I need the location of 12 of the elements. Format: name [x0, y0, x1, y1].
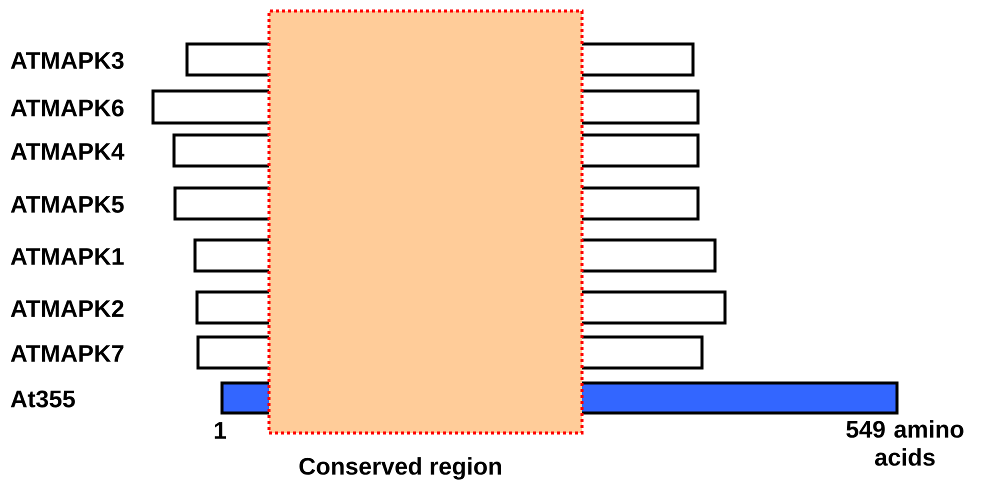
protein-name: ATMAPK1	[10, 248, 124, 265]
position-label: 549 amino acids	[846, 420, 964, 466]
protein-name: ATMAPK3	[10, 52, 124, 69]
node-label: Conserved region	[299, 457, 502, 480]
conserved-region-box: Conserved region	[268, 10, 584, 480]
protein-name: ATMAPK5	[10, 196, 124, 213]
protein-name: ATMAPK4	[10, 143, 124, 160]
protein-name: ATMAPK2	[10, 300, 124, 317]
protein-name: ATMAPK7	[10, 345, 124, 362]
protein-name: ATMAPK6	[10, 100, 124, 116]
position-label: 1	[214, 422, 226, 439]
protein-name: At355	[10, 390, 75, 408]
